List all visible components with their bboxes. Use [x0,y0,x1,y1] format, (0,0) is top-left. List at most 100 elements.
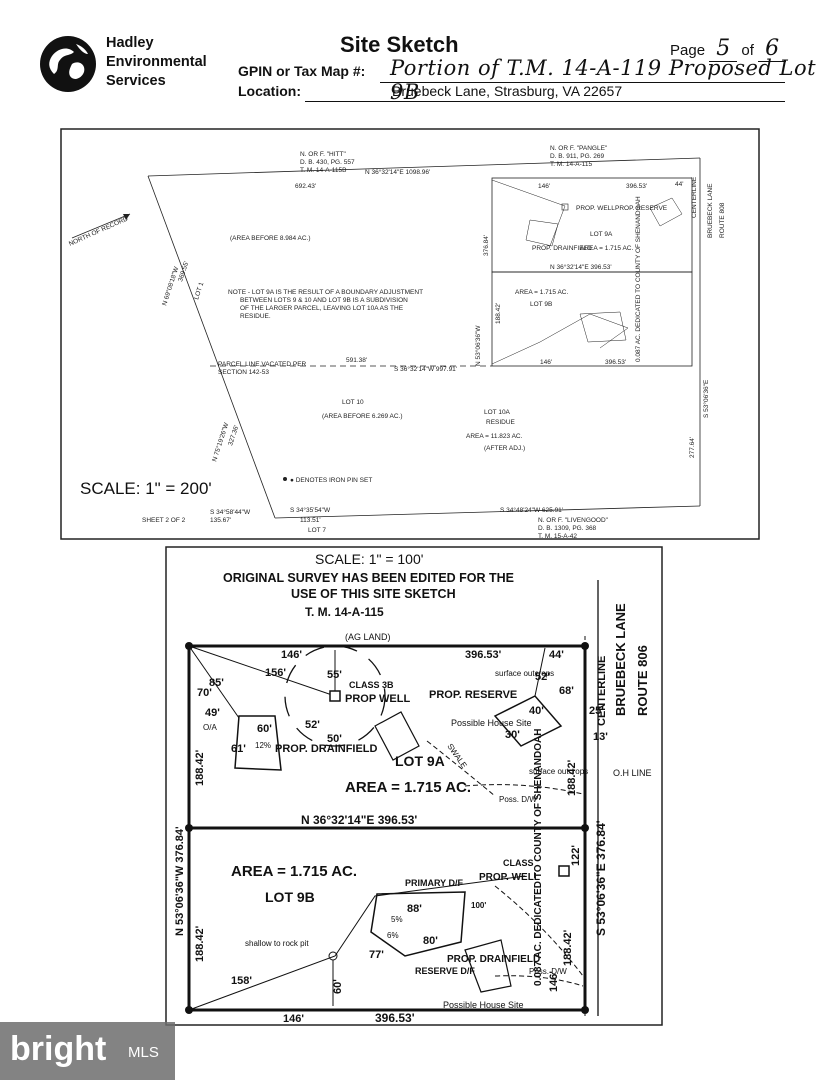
plat-label: USE OF THIS SITE SKETCH [291,587,456,601]
prop-drainfield-area [525,219,559,247]
lot9b-dimension-lines [491,313,629,365]
plat-label: PARCEL LINE VACATED PER [218,361,307,368]
plat-label: 188.42' [194,925,206,962]
plat-label: 44' [549,649,564,661]
plat-label: 188.42' [495,303,502,324]
prop-well-symbol [329,690,341,702]
plat-label: T. M. 14-A-115 [305,605,384,619]
prop-drainfield-9a [234,715,282,771]
plat-label: 158' [231,975,252,987]
page-current: 5 [709,36,738,62]
driveway-9a [464,784,584,795]
plat-label: 50' [327,733,342,745]
plat-label: 146' [540,359,552,366]
drainfield-tie-line [188,645,240,719]
plat-label: 49' [205,707,220,719]
plat-label: CENTERLINE [596,656,608,726]
prop-reserve-area [649,197,683,227]
plat-label: AREA = 1.715 AC. [231,863,357,880]
plat-label: 40' [529,705,544,717]
reserve-tie-line [534,647,546,697]
plat-label: N. OR F. "PANGLE" [550,145,608,152]
plat-label: N. OR F. "HITT" [300,151,346,158]
plat-label: 188.42' [562,929,574,966]
prop-well-marker [561,203,569,211]
prop-reserve-9a [493,695,563,747]
plat-label: S 34°48'24"W 625.91' [500,506,563,514]
plat-label: SECTION 142-53 [218,369,269,376]
plat-label: PROP. RESERVE [429,689,517,701]
plat-label: S 53°06'36"E 376.84' [594,820,608,936]
plat-label: 591.38' [346,357,367,364]
plat-label: S 53°06'36"E [702,379,710,418]
swale-line [426,740,496,797]
plat-label: 12% [255,741,271,750]
plat-label: 80' [423,935,438,947]
plat-label: 396.53' [626,183,647,190]
plat-label: ORIGINAL SURVEY HAS BEEN EDITED FOR THE [223,571,514,585]
plat-label: 396.53' [465,649,502,661]
lot9a-dimension-lines [491,179,566,247]
top-boundary-line [147,157,701,177]
plat-label: NOTE - LOT 9A IS THE RESULT OF A BOUNDAR… [228,289,423,296]
plat-label: S 34°35'54"W [290,506,331,514]
plat-label: N 36°32'14"E 396.53' [301,813,417,827]
plat-label: Possible House Site [451,718,532,728]
plat-label: 146' [548,971,560,992]
well-tie-line [188,645,336,697]
plat-label: 146' [538,183,550,190]
plat-label: AREA = 1.715 AC. [580,245,633,252]
plat-label: ROUTE 808 [719,202,726,238]
plat-label: S 34°58'44"W [210,508,251,516]
plat-label: (AFTER ADJ.) [484,445,525,452]
plat-label: BRUEBECK LANE [613,603,628,716]
plat-label: 122' [570,845,582,866]
plat-label: N 36°32'14"E 1098.96' [365,168,430,176]
plat-label: PROP. RESERVE [615,205,668,212]
location-underline [305,101,785,102]
possible-house-site-9b [464,939,512,993]
plat-label: shallow to rock pit [245,939,309,948]
plat-label: 0.087 AC. DEDICATED TO COUNTY OF SHENAND… [533,729,544,986]
plat-label: 44' [675,181,683,188]
plat-label: D. B. 911, PG. 269 [550,153,604,160]
plat-label: SCALE: 1" = 200' [80,479,212,498]
plat-label: PROP. DRAINFIELD [447,954,540,965]
plat-label: AREA = 11.823 AC. [466,433,523,440]
plat-label: 692.43' [295,183,316,190]
plat-label: BETWEEN LOTS 9 & 10 AND LOT 9B IS A SUBD… [240,297,408,304]
plat-label: ● DENOTES IRON PIN SET [290,477,372,484]
plat-label: OF THE LARGER PARCEL, LEAVING LOT 10A AS… [240,305,404,312]
plat-label: ROUTE 806 [635,645,650,716]
plat-label: LOT 9B [265,889,315,905]
plat-label: 85' [209,677,224,689]
plat-label: 5% [391,915,403,924]
plat-label: (AREA BEFORE 6.269 AC.) [322,413,403,420]
plat-label: LOT 7 [308,527,326,534]
plat-label: N. OR F. "LIVENGOOD" [538,517,609,524]
plat-label: 30' [505,729,520,741]
plat-label: 88' [407,903,422,915]
plat-label: Poss. D/W [499,795,537,804]
plat-label: 77' [369,949,384,961]
plat-label: T. M. 14-A-115B [300,167,346,174]
plat-label: T. M. 15-A-42 [538,533,577,540]
plat-label: (AREA BEFORE 8.984 AC.) [230,235,311,242]
plat-label: AREA = 1.715 AC. [515,289,568,296]
plat-label: 55' [327,669,342,681]
plat-label: S 36°32'14"W 997.91' [394,365,457,373]
plat-label: LOT 10 [342,399,364,406]
plat-label: CLASS [503,858,534,868]
plat-label: PROP WELL [345,693,410,705]
plat-label: 13' [593,731,608,743]
location-label: Location: [238,83,301,99]
plat-label: D. B. 1309, PG. 368 [538,525,597,532]
plat-label: 60' [257,723,272,735]
plat-label: RESERVE D/F [415,966,475,976]
sketch1-frame [60,128,760,540]
plat-label: D. B. 430, PG. 557 [300,159,355,166]
possible-house-site-9a [374,711,420,761]
gpin-underline [380,82,785,83]
plat-label: 396.53' [605,359,626,366]
lot9b-drainfield-area [579,311,627,343]
